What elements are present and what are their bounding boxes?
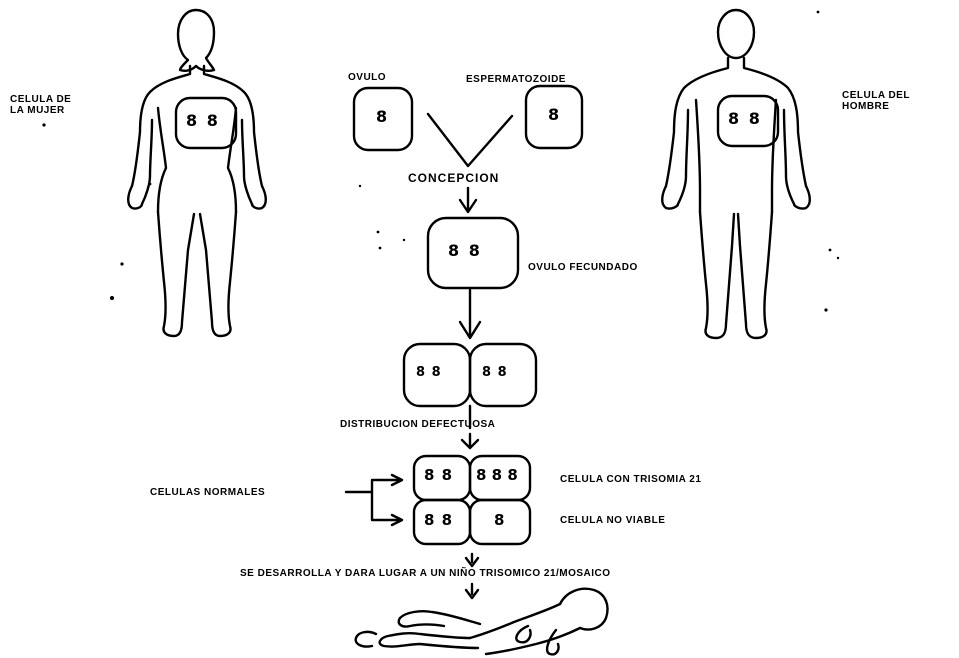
arrow-2 <box>460 290 480 338</box>
normal-bottom-chromosomes: 8 8 <box>424 514 453 527</box>
defective-distribution-label: DISTRIBUCION DEFECTUOSA <box>340 419 495 430</box>
man-figure <box>662 10 810 338</box>
zygote-chromosomes: 8 8 <box>448 244 482 257</box>
nonviable-chromosome: 8 <box>494 514 505 527</box>
normal-top-chromosomes: 8 8 <box>424 469 453 482</box>
arrow-3 <box>462 434 478 448</box>
woman-figure <box>128 10 266 336</box>
fertilized-ovum-label: OVULO FECUNDADO <box>528 262 638 273</box>
baby-figure <box>356 589 608 655</box>
arrow-5 <box>466 584 478 598</box>
man-chromosomes: 8 8 <box>728 112 762 125</box>
woman-cell-label-line2: LA MUJER <box>10 105 65 116</box>
nonviable-cell-label: CELULA NO VIABLE <box>560 515 665 526</box>
man-cell-label-line2: HOMBRE <box>842 101 889 112</box>
sperm-chromosome: 8 <box>548 108 560 121</box>
conception-label: CONCEPCION <box>408 172 499 185</box>
trisomy-cell-label: CELULA CON TRISOMIA 21 <box>560 474 701 485</box>
ovum-chromosome: 8 <box>376 110 388 123</box>
trisomy-chromosomes: 8 8 8 <box>476 469 518 482</box>
two-cell-left-chromosomes: 8 8 <box>416 366 442 379</box>
woman-cell-label-line1: CELULA DE <box>10 94 71 105</box>
ovum-label: OVULO <box>348 72 386 83</box>
sperm-label: ESPERMATOZOIDE <box>466 74 566 85</box>
woman-chromosomes: 8 8 <box>186 114 220 127</box>
arrow-4 <box>466 554 478 566</box>
normal-cells-bracket <box>346 480 398 520</box>
outcome-label: SE DESARROLLA Y DARA LUGAR A UN NIÑO TRI… <box>240 568 611 579</box>
arrow-1 <box>460 188 476 212</box>
normal-cells-label: CELULAS NORMALES <box>150 487 265 498</box>
man-cell-label-line1: CELULA DEL <box>842 90 910 101</box>
conception-lines <box>428 114 512 166</box>
two-cell-right-chromosomes: 8 8 <box>482 366 508 379</box>
